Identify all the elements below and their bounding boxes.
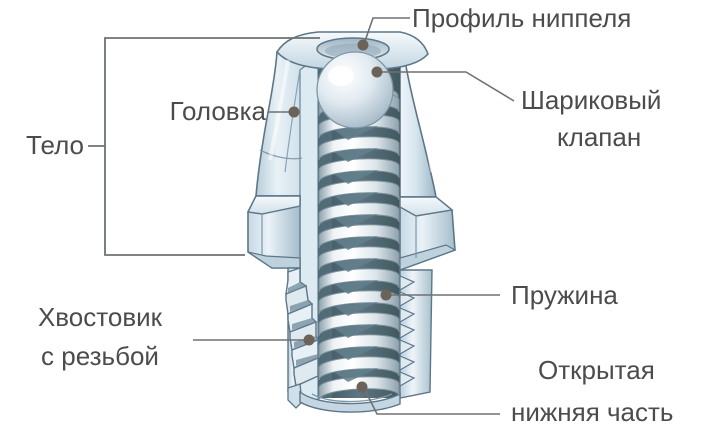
label-nipple-profile: Профиль ниппеля [412, 3, 632, 33]
label-spring: Пружина [511, 280, 618, 310]
label-ball-valve-line1: Шариковый [521, 85, 662, 115]
spring-turns [318, 92, 400, 401]
leader-nipple-profile [363, 17, 410, 45]
head-right-highlight [410, 65, 434, 173]
head-seam-a [284, 69, 301, 173]
dot-spring [380, 289, 392, 301]
leader-open-bottom [363, 387, 500, 415]
dot-threaded-shank [303, 334, 315, 346]
flange-left-chamfer [247, 251, 301, 269]
flange-right-top [399, 196, 454, 217]
ball-highlight [328, 66, 354, 86]
head-seam-b [259, 149, 303, 160]
shank-bottom-left-cap [287, 383, 303, 409]
leader-ball-valve [378, 71, 515, 102]
head-right-wall [399, 52, 437, 198]
head-highlight [268, 59, 290, 161]
label-open-bottom-line1: Открытая [538, 355, 655, 385]
label-body: Тело [26, 130, 84, 160]
open-bottom [299, 390, 401, 413]
dot-nipple-profile [357, 39, 369, 51]
flange-left-top [246, 195, 301, 215]
dot-ball-valve [371, 66, 383, 78]
label-threaded-shank-line2: с резьбой [41, 341, 159, 371]
label-threaded-shank-line1: Хвостовик [37, 302, 163, 332]
label-head: Головка [169, 96, 266, 126]
leader-dots [288, 39, 392, 393]
ball-valve [316, 51, 394, 129]
flange-right-chamfer [399, 244, 457, 271]
label-ball-valve-line2: клапан [557, 122, 642, 152]
dot-open-bottom [356, 381, 368, 393]
label-open-bottom-line2: нижняя часть [511, 397, 674, 427]
leader-lines [193, 17, 515, 415]
dot-head [288, 106, 300, 118]
open-bottom-inner [311, 393, 393, 403]
spring-coil [318, 85, 400, 401]
body-bracket [88, 37, 320, 256]
